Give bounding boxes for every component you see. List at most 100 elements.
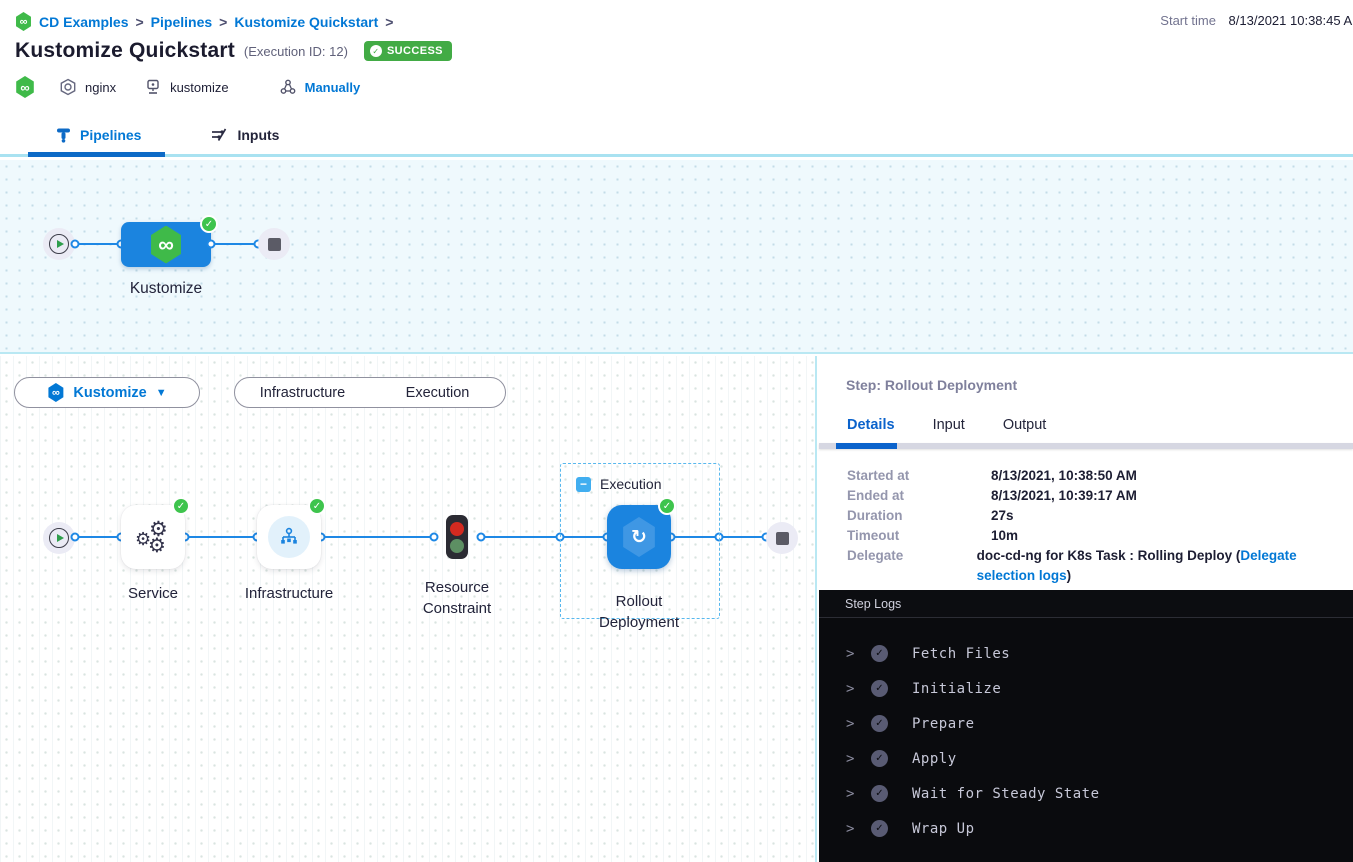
step-node-rollout-deployment[interactable] [607,497,676,569]
stage-start-node[interactable] [43,228,75,260]
detail-value: 10m [991,528,1019,543]
detail-row-ended-at: Ended at 8/13/2021, 10:39:17 AM [847,486,1353,506]
tabs-active-indicator [836,443,897,449]
cd-hexagon-icon [16,76,34,98]
detail-row-timeout: Timeout 10m [847,526,1353,546]
service-tag: nginx [59,78,116,96]
execution-end-node[interactable] [766,522,798,554]
toggle-infrastructure[interactable]: Infrastructure [259,384,346,401]
log-check-icon [871,750,888,767]
connector-dot [476,532,486,542]
log-section-label: Apply [912,750,957,767]
connector-dot [70,532,80,542]
environment-tag-label: kustomize [170,79,229,95]
start-time: Start time 8/13/2021 10:38:45 AM [1160,13,1353,28]
chevron-right-icon [846,716,864,732]
breadcrumb-separator: > [385,13,394,30]
cd-hexagon-icon [48,383,64,402]
gears-icon [132,516,174,558]
page-title: Kustomize Quickstart [15,39,235,62]
stage-graph-canvas: Kustomize [0,160,1353,354]
refresh-icon [623,517,655,557]
tab-pipelines[interactable]: Pipelines [27,115,166,157]
tab-inputs[interactable]: Inputs [197,115,293,154]
chevron-right-icon [846,681,864,697]
breadcrumb-separator: > [219,13,228,30]
connector-line [481,536,560,538]
tab-details[interactable]: Details [847,417,895,433]
delegate-value-suffix: ) [1066,568,1072,583]
step-node-infrastructure[interactable] [257,497,326,569]
connector-line [321,536,434,538]
execution-id: (Execution ID: 12) [243,43,348,59]
breadcrumb: CD Examples > Pipelines > Kustomize Quic… [15,12,393,31]
connector-dot [70,239,80,249]
pipelines-icon [56,127,71,143]
sitemap-icon [268,516,310,558]
service-tag-label: nginx [85,79,117,95]
log-section-initialize[interactable]: Initialize [819,671,1353,706]
log-section-label: Prepare [912,715,975,732]
delegate-value: doc-cd-ng for K8s Task : Rolling Deploy … [976,548,1241,563]
infra-execution-toggle: Infrastructure Execution [234,377,506,408]
tab-output[interactable]: Output [1002,417,1047,433]
detail-value: 27s [991,508,1014,523]
step-label-rollout-deployment: Rollout Deployment [598,593,680,631]
tags-row: nginx kustomize Manually [15,76,360,98]
inputs-icon [211,127,228,143]
tab-inputs-label: Inputs [237,126,280,143]
trigger-tag-label[interactable]: Manually [304,79,361,95]
stage-node-label: Kustomize [129,280,203,297]
stage-success-check-icon [200,215,218,233]
trigger-tag: Manually [279,78,361,96]
log-check-icon [871,820,888,837]
log-check-icon [871,680,888,697]
execution-start-node[interactable] [43,522,75,554]
page-header: CD Examples > Pipelines > Kustomize Quic… [0,0,1353,115]
step-logs-header: Step Logs [819,590,1353,618]
connector-line [560,536,607,538]
log-check-icon [871,715,888,732]
collapse-minus-icon[interactable] [576,476,591,492]
log-section-apply[interactable]: Apply [819,741,1353,776]
log-check-icon [871,645,888,662]
connector-line [75,536,121,538]
step-label-resource-constraint: Resource Constraint [422,579,492,617]
breadcrumb-kustomize-quickstart[interactable]: Kustomize Quickstart [234,13,379,30]
start-time-value: 8/13/2021 10:38:45 AM [1228,13,1353,28]
tab-pipelines-label: Pipelines [80,126,142,143]
step-node-service[interactable] [121,497,190,569]
delegate-selection-logs-link[interactable]: Delegate selection logs [976,548,1297,583]
toggle-execution[interactable]: Execution [405,384,470,401]
stage-selector-dropdown[interactable]: Kustomize [14,377,200,408]
log-section-prepare[interactable]: Prepare [819,706,1353,741]
tab-input[interactable]: Input [932,417,965,433]
step-panel-tabs: Details Input Output [847,417,1046,433]
step-logs-title: Step Logs [845,596,902,611]
detail-label: Timeout [847,528,900,543]
detail-row-delegate: Delegate doc-cd-ng for K8s Task : Rollin… [847,546,1353,586]
breadcrumb-pipelines[interactable]: Pipelines [150,13,213,30]
execution-graph-canvas: Kustomize Infrastructure Execution [0,356,817,862]
success-check-icon [369,45,382,57]
log-section-wrap-up[interactable]: Wrap Up [819,811,1353,846]
environment-tag: kustomize [144,78,229,96]
connector-line [75,243,121,245]
log-section-wait-for-steady-state[interactable]: Wait for Steady State [819,776,1353,811]
details-rows: Started at 8/13/2021, 10:38:50 AM Ended … [847,466,1353,586]
status-badge-label: SUCCESS [386,45,443,57]
log-section-fetch-files[interactable]: Fetch Files [819,636,1353,671]
service-success-check-icon [172,497,190,515]
detail-row-duration: Duration 27s [847,506,1353,526]
stage-node-kustomize[interactable] [121,215,218,267]
breadcrumb-cd-examples[interactable]: CD Examples [39,13,129,30]
connector-line [185,536,257,538]
stage-end-node[interactable] [258,228,290,260]
traffic-light-icon[interactable] [446,515,468,559]
tabs-separator [819,443,1353,449]
detail-value: 8/13/2021, 10:39:17 AM [991,488,1137,503]
status-badge: SUCCESS [363,41,452,61]
log-section-label: Wrap Up [912,820,975,837]
detail-row-started-at: Started at 8/13/2021, 10:38:50 AM [847,466,1353,486]
cd-hexagon-icon [16,12,31,31]
